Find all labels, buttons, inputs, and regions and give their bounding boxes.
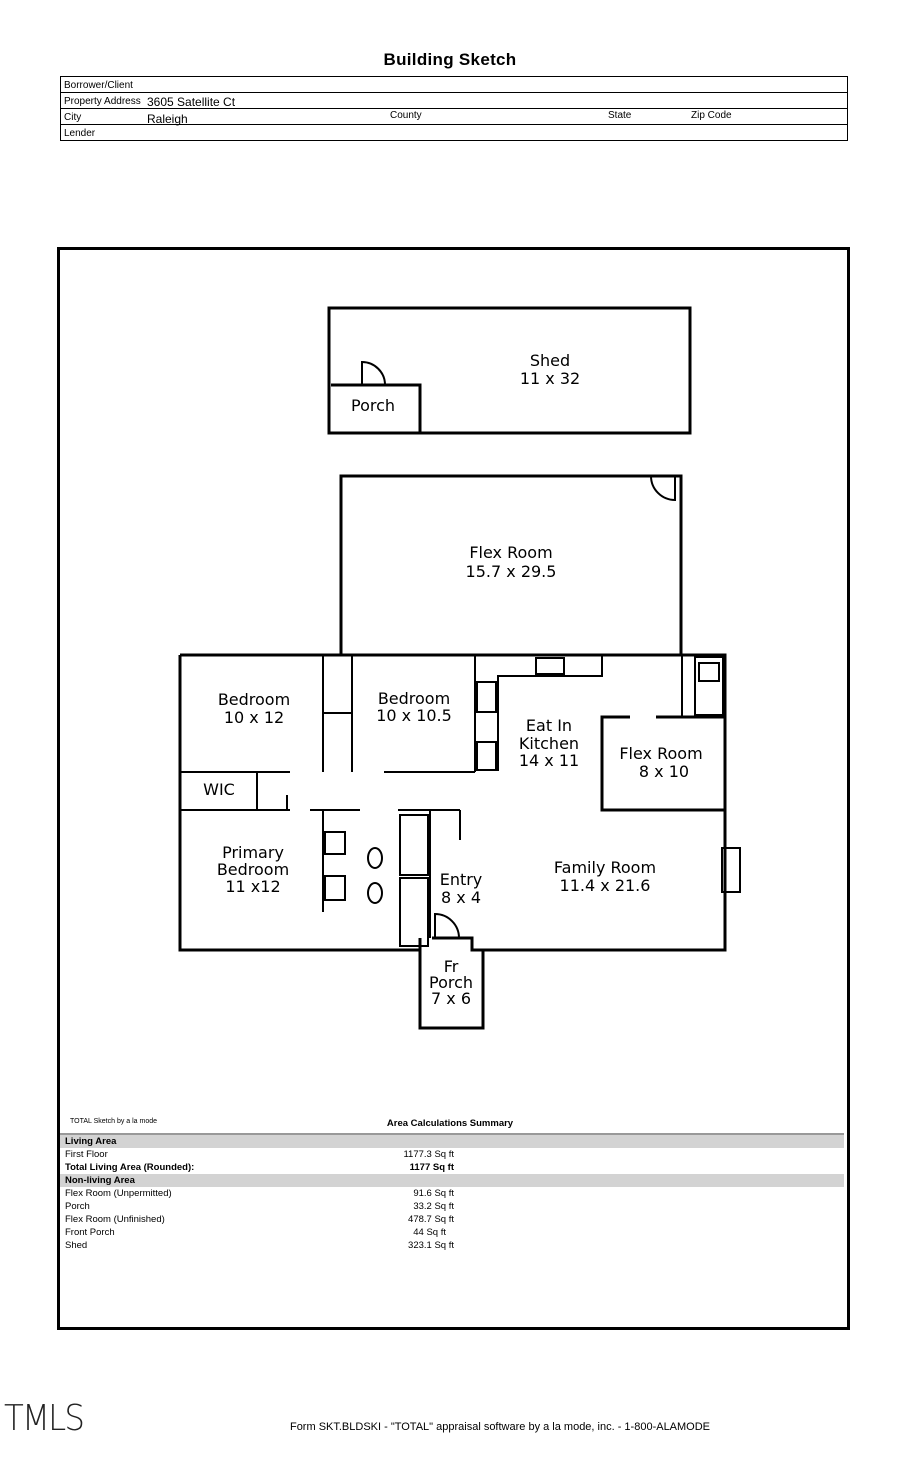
nonliving-value: 44 Sq ft [413,1227,446,1238]
room-name: Porch [351,396,395,415]
room-name: WIC [203,780,235,799]
room-name: Porch [429,973,473,992]
city-label: City [64,111,82,123]
vanity-1 [324,831,346,855]
sketch-credit: TOTAL Sketch by a la mode [70,1118,158,1125]
tub-1 [399,814,429,876]
state-label: State [608,110,632,121]
room-name: Kitchen [519,734,579,753]
room-name: Fr [444,957,459,976]
room-name: Shed [530,351,570,370]
room-name: Flex Room [469,543,552,562]
room-dim: 11 x 32 [520,369,580,388]
nonliving-row: Flex Room (Unpermitted) 91.6 Sq ft [60,1187,844,1200]
room-dim: 7 x 6 [431,989,471,1008]
door-swing [361,360,386,386]
kitchen-fridge [476,741,497,771]
nonliving-label: Flex Room (Unpermitted) [65,1188,172,1199]
tub-2 [399,877,429,947]
room-name: Entry [440,870,483,889]
total-living-label: Total Living Area (Rounded): [65,1162,195,1173]
fireplace [721,847,741,893]
nonliving-label: Porch [65,1201,90,1212]
address-value: 3605 Satellite Ct [147,95,236,109]
nonliving-label: Flex Room (Unfinished) [65,1214,165,1225]
city-cell: City Raleigh County State Zip Code [60,108,848,126]
nonliving-label: Front Porch [65,1227,115,1238]
room-dim: 8 x 4 [441,888,481,907]
washer [698,662,720,682]
kitchen-sink [535,657,565,675]
nonliving-row: Front Porch 44 Sq ft [60,1226,844,1239]
nonliving-value: 478.7 Sq ft [408,1214,454,1225]
room-dim: 10 x 10.5 [376,706,452,725]
first-floor-label: First Floor [65,1149,108,1160]
room-name: Flex Room [619,744,702,763]
shed-outline [327,306,692,435]
form-footer: Form SKT.BLDSKI - "TOTAL" appraisal soft… [0,1421,900,1433]
total-living-row: Total Living Area (Rounded): 1177 Sq ft [60,1161,844,1174]
nonliving-label: Shed [65,1240,88,1251]
living-area-header: Living Area [60,1133,844,1148]
borrower-label: Borrower/Client [64,79,133,91]
room-name: Primary [222,843,284,862]
room-dim: 10 x 12 [224,708,284,727]
flex-room-outline [339,474,683,655]
area-summary-title: Area Calculations Summary [386,1118,514,1129]
tmls-logo: TMLS [4,1398,85,1439]
room-name: Family Room [554,858,656,877]
address-label: Property Address [64,95,141,107]
kitchen-range [476,681,497,713]
page-title: Building Sketch [383,50,517,69]
flex-room2-wall [600,715,725,812]
door-swing [434,912,460,939]
nonliving-row: Flex Room (Unfinished) 478.7 Sq ft [60,1213,844,1226]
nonliving-row: Shed 323.1 Sq ft [60,1239,844,1252]
nonliving-value: 323.1 Sq ft [408,1240,454,1251]
house-outline [180,653,727,952]
kitchen-counter [474,655,603,771]
city-value: Raleigh [147,112,188,126]
room-name: Eat In [526,716,572,735]
laundry [694,656,724,716]
lender-cell: Lender [60,124,848,141]
house-left-wall [178,655,422,952]
room-dim: 15.7 x 29.5 [466,562,557,581]
area-calculations: Living Area First Floor 1177.3 Sq ft Tota… [60,1133,844,1252]
first-floor-value: 1177.3 Sq ft [403,1149,454,1160]
room-dim: 8 x 10 [639,762,689,781]
first-floor-row: First Floor 1177.3 Sq ft [60,1148,844,1161]
zip-label: Zip Code [691,110,732,121]
total-living-value: 1177 Sq ft [409,1162,454,1173]
county-label: County [390,110,422,121]
front-porch-outline [418,950,485,1030]
vanity-2 [324,875,346,901]
room-name: Bedroom [217,860,289,879]
form-footer-text: Form SKT.BLDSKI - "TOTAL" appraisal soft… [289,1421,711,1433]
nonliving-value: 33.2 Sq ft [413,1201,454,1212]
nonliving-area-header: Non-living Area [60,1174,844,1187]
nonliving-row: Porch 33.2 Sq ft [60,1200,844,1213]
lender-label: Lender [64,127,96,139]
property-info-table: Borrower/Client Property Address 3605 Sat… [60,76,848,141]
toilet-2 [367,882,383,904]
nonliving-value: 91.6 Sq ft [413,1188,454,1199]
sketch-frame [57,247,850,1330]
room-dim: 11 x12 [225,877,280,896]
room-name: Bedroom [218,690,290,709]
shed-porch-wall [331,383,422,432]
room-name: Bedroom [378,689,450,708]
toilet-1 [367,847,383,869]
room-dim: 11.4 x 21.6 [560,876,651,895]
room-dim: 14 x 11 [519,751,579,770]
door-swing [650,475,676,502]
